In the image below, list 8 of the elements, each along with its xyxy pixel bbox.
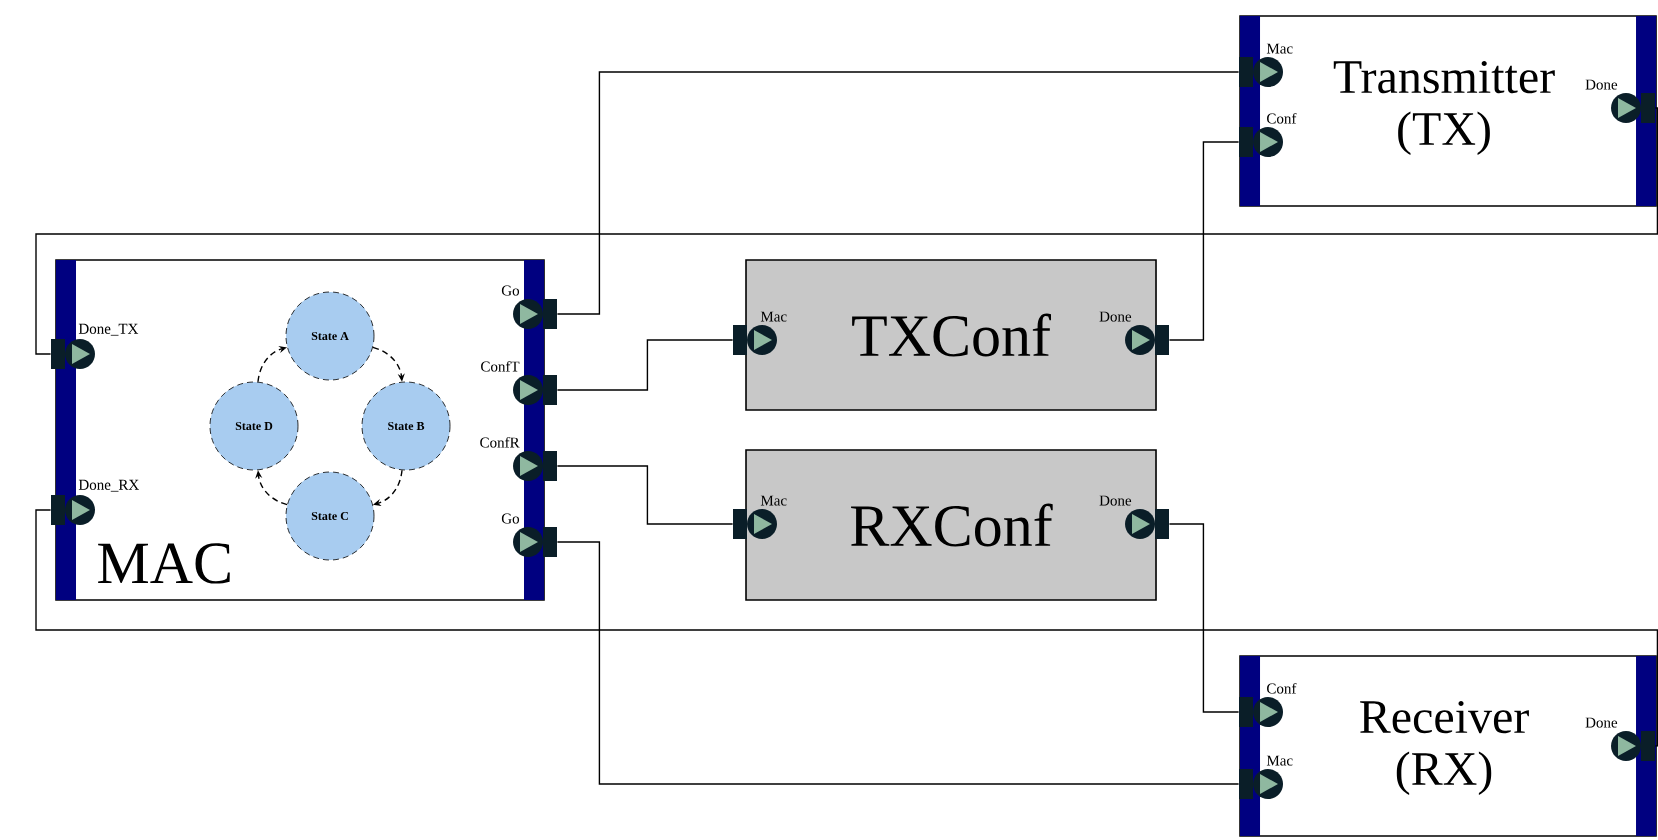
connector-line — [1168, 141, 1240, 341]
connector-line — [35, 107, 1658, 355]
connector-line — [556, 71, 1240, 315]
connector-line — [556, 541, 1240, 785]
connector-line — [556, 339, 734, 391]
connector-line — [556, 465, 734, 525]
connector-line — [1168, 523, 1240, 713]
connector-line — [35, 509, 1658, 747]
